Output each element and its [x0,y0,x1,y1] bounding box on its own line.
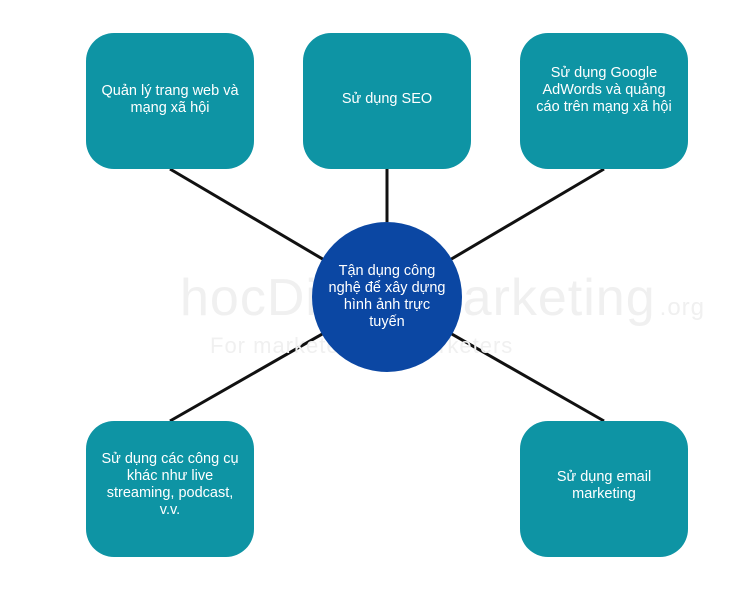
node-website-social-management: Quản lý trang web và mạng xã hội [86,33,254,169]
node-label: Sử dụng SEO [341,91,433,107]
node-google-adwords-social-ads: Sử dụng Google AdWords và quảng cáo trên… [520,33,688,169]
node-seo: Sử dụng SEO [303,33,471,169]
node-label: Sử dụng email marketing [556,469,652,502]
node-label: Quản lý trang web và mạng xã hội [101,83,239,116]
center-node-label: Tận dụng công nghệ để xây dựng hình ảnh … [328,263,446,330]
node-email-marketing: Sử dụng email marketing [520,421,688,557]
node-label: Sử dụng các công cụ khác như live stream… [101,451,239,518]
center-node: Tận dụng công nghệ để xây dựng hình ảnh … [312,222,462,372]
node-other-tools: Sử dụng các công cụ khác như live stream… [86,421,254,557]
node-label: Sử dụng Google AdWords và quảng cáo trên… [536,65,672,115]
